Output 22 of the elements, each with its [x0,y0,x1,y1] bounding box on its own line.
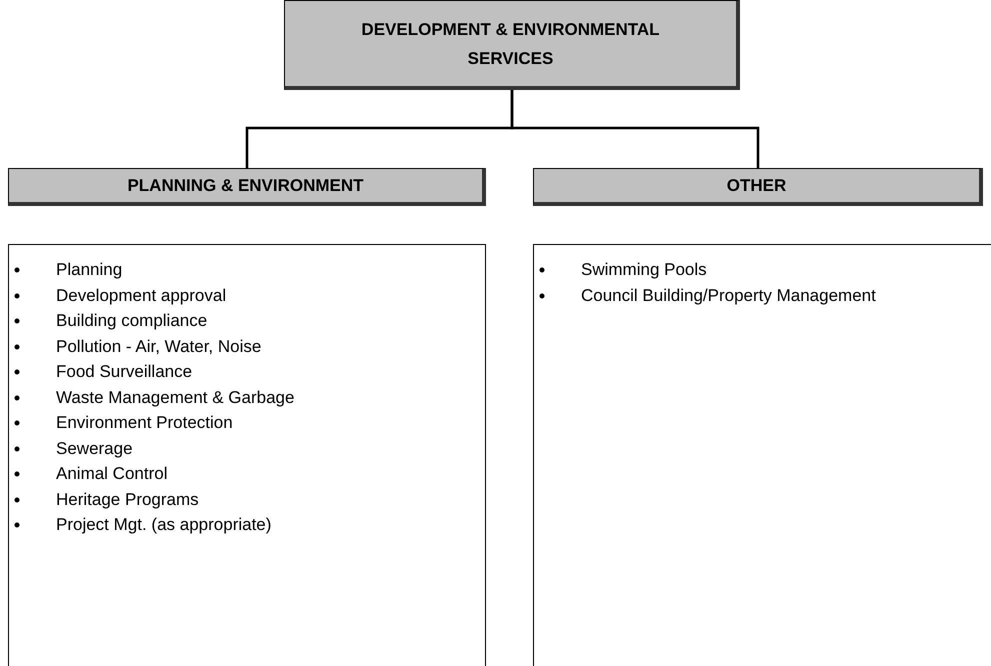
list-box [533,244,991,666]
list-item-text: Project Mgt. (as appropriate) [56,515,272,534]
list-item-text: Development approval [56,286,226,304]
connector-line [510,90,760,168]
list-item-text: Swimming Pools [581,260,707,279]
list-item-text: Waste Management & Garbage [56,388,294,406]
list-item-text: Pollution - Air, Water, Noise [56,336,262,356]
list-item-text: Food Surveillance [56,362,192,381]
header-box [8,168,486,206]
header-text: DEVELOPMENT & ENVIRONMENTAL SERVICES [360,18,661,70]
list-item-text: Environment Protection [56,413,233,432]
header-box [284,0,740,90]
list-box [8,244,486,666]
list-item-text: Animal Control [56,464,168,483]
list-item-text: Building compliance [56,311,208,330]
list-item-text: Sewerage [56,438,133,458]
header-text: PLANNING & ENVIRONMENT [127,175,364,197]
list-item-text: Planning [56,260,122,279]
header-box [533,168,983,206]
header-text: OTHER [726,175,786,197]
list-item-text: Council Building/Property Management [581,286,876,304]
list-item-text: Heritage Programs [56,490,199,508]
